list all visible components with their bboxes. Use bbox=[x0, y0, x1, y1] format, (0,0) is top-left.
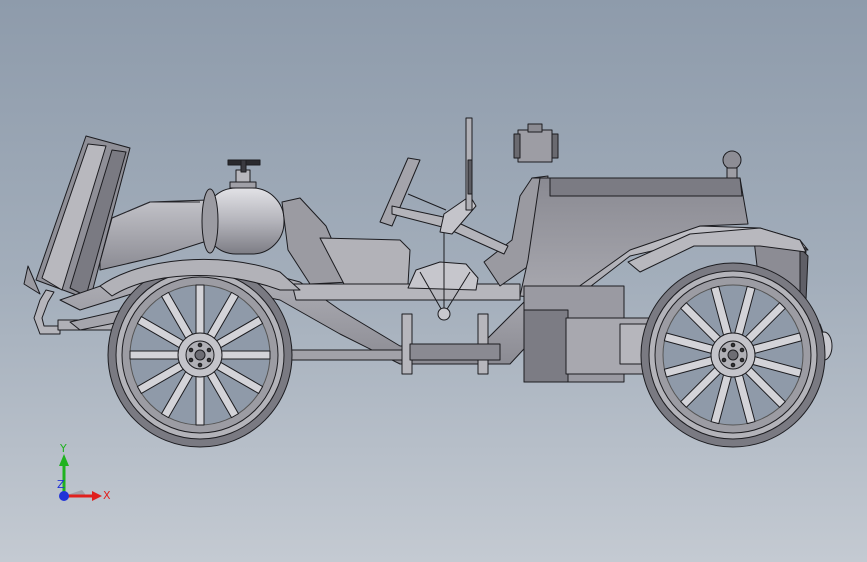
front-wheel bbox=[640, 262, 826, 448]
z-axis-dot bbox=[59, 491, 69, 501]
rear-wheel bbox=[107, 262, 293, 448]
spare-tire bbox=[23, 135, 131, 301]
hood bbox=[519, 150, 749, 301]
axis-triad: Y X Z bbox=[57, 442, 111, 502]
x-axis-arrow bbox=[92, 491, 102, 501]
front-fender bbox=[627, 227, 807, 273]
y-axis-arrow bbox=[59, 454, 69, 466]
steering-wheel bbox=[379, 157, 509, 255]
lamp bbox=[513, 123, 559, 163]
exhaust-pipe bbox=[33, 289, 61, 335]
rear-fender bbox=[99, 258, 301, 297]
fuel-tank bbox=[201, 159, 285, 255]
y-axis-label: Y bbox=[59, 442, 67, 455]
x-axis-label: X bbox=[103, 489, 111, 502]
seat bbox=[281, 197, 411, 285]
z-axis-label: Z bbox=[57, 478, 65, 491]
levers bbox=[465, 117, 473, 211]
